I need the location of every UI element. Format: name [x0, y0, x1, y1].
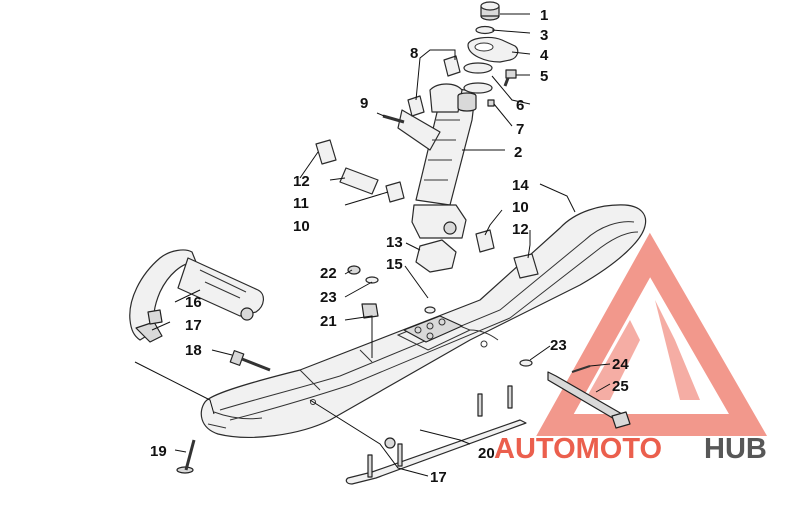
- wear-bar-runner: [345, 385, 527, 485]
- watermark-logo: [536, 232, 768, 436]
- callout-8: 8: [410, 45, 418, 62]
- callout-10-right: 10: [512, 199, 529, 216]
- bushing-set-right: [475, 229, 539, 279]
- callout-6: 6: [516, 97, 524, 114]
- callout-10-left: 10: [293, 218, 310, 235]
- watermark-brand-part1: AUTOMOTO: [494, 433, 662, 465]
- leader-lines: [134, 13, 611, 477]
- callout-21: 21: [320, 313, 337, 330]
- callout-labels: 1 3 4 5 8 6 9 7 2 12 11 10 14 10 12 13 2…: [150, 7, 629, 486]
- callout-16: 16: [185, 294, 202, 311]
- callout-19: 19: [150, 443, 167, 460]
- hardware-small: [347, 265, 631, 429]
- clamp-4: [467, 36, 519, 63]
- callout-1: 1: [540, 7, 548, 24]
- washer-3: [475, 25, 495, 35]
- callout-17-runner: 17: [430, 469, 447, 486]
- bolt-5: [503, 69, 517, 87]
- callout-14: 14: [512, 177, 529, 194]
- watermark-brand-part2: HUB: [704, 433, 767, 465]
- callout-12-left: 12: [293, 173, 310, 190]
- callout-11: 11: [293, 195, 309, 212]
- callout-3: 3: [540, 27, 548, 44]
- callout-7: 7: [516, 121, 524, 138]
- callout-9: 9: [360, 95, 368, 112]
- callout-24: 24: [612, 356, 629, 373]
- ski-handle-loop: [129, 249, 264, 343]
- callout-18: 18: [185, 342, 202, 359]
- washer-6: [463, 62, 493, 94]
- pin-7: [487, 99, 495, 107]
- callout-4: 4: [540, 47, 549, 64]
- bracket-13: [415, 239, 457, 273]
- callout-2: 2: [514, 144, 522, 161]
- watermark-brand: AUTOMOTO HUB: [494, 433, 767, 465]
- top-cap-1: [480, 1, 500, 21]
- callout-13: 13: [386, 234, 403, 251]
- bushing-set-left: [315, 139, 405, 203]
- callout-23-right: 23: [550, 337, 567, 354]
- callout-22: 22: [320, 265, 337, 282]
- screw-18: [229, 350, 271, 372]
- callout-17-handle: 17: [185, 317, 202, 334]
- callout-12-right: 12: [512, 221, 529, 238]
- ski-spindle: [397, 83, 477, 239]
- callout-25: 25: [612, 378, 629, 395]
- callout-23-left: 23: [320, 289, 337, 306]
- screw-19: [176, 439, 196, 474]
- callout-15: 15: [386, 256, 403, 273]
- callout-5: 5: [540, 68, 548, 85]
- bolt-9: [382, 114, 405, 124]
- callout-20: 20: [478, 445, 495, 462]
